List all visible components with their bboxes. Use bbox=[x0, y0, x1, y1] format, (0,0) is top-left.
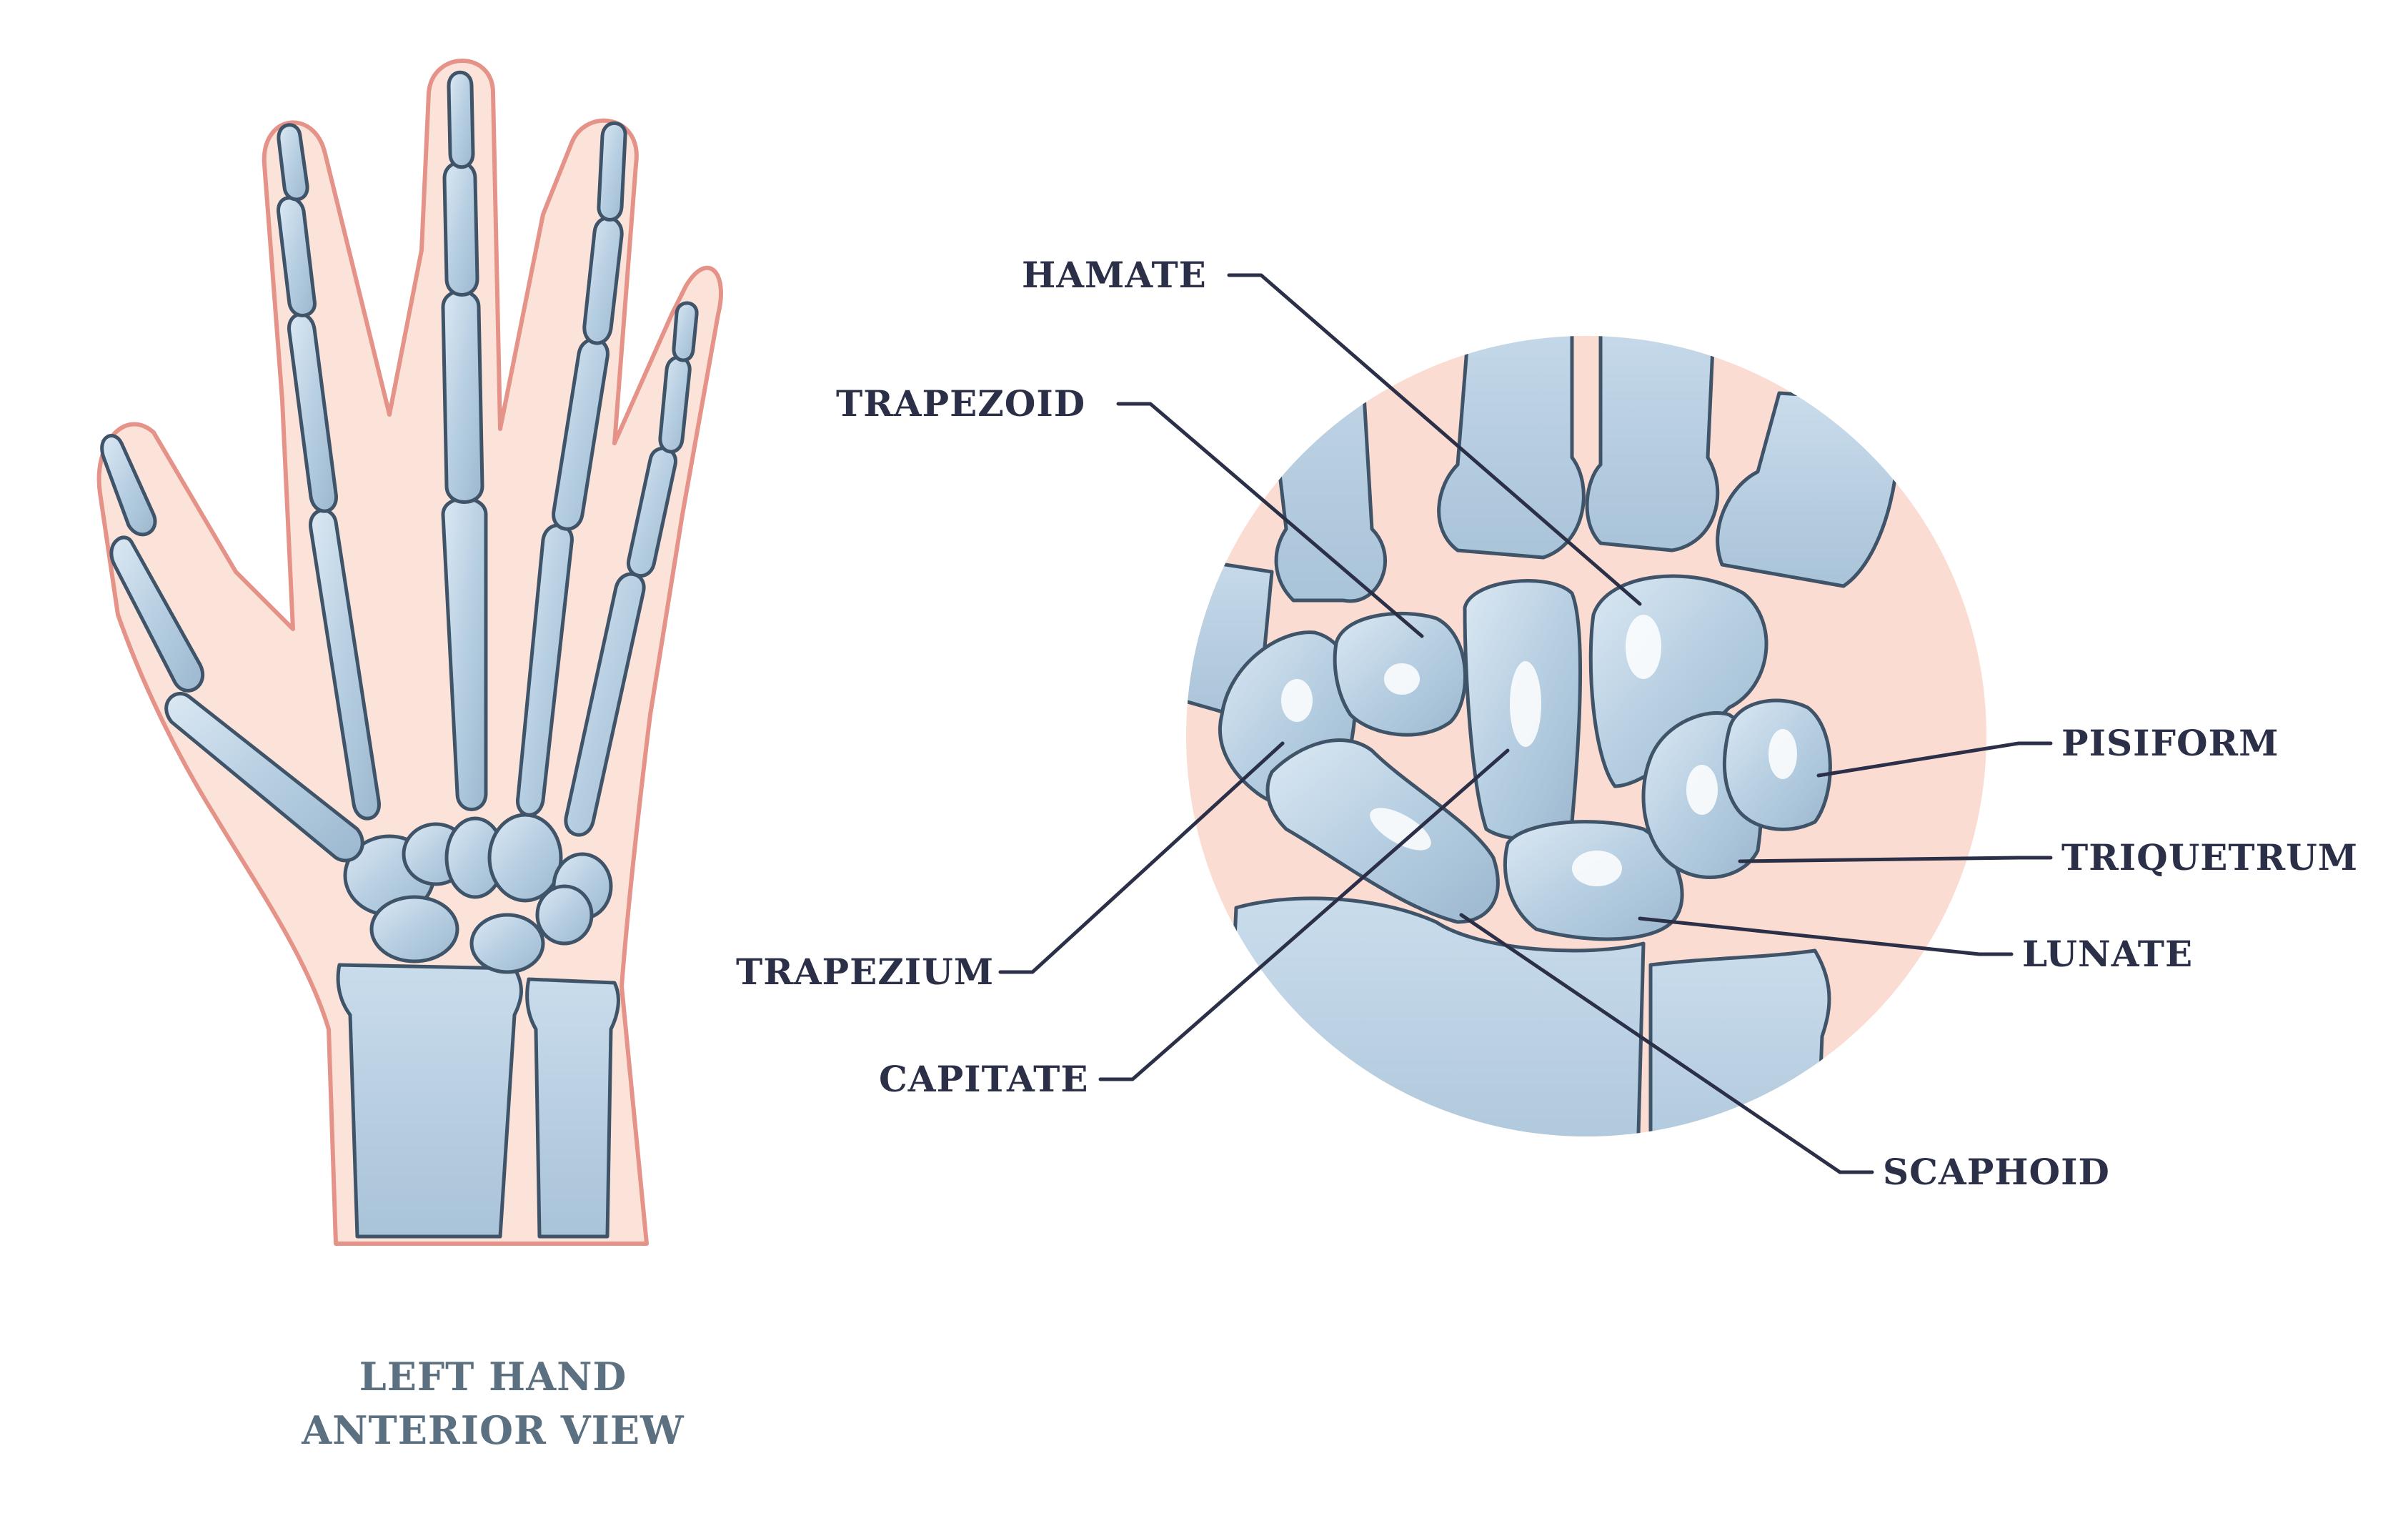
hand-finger-index bbox=[277, 123, 381, 821]
label-pisiform: PISIFORM bbox=[2061, 722, 2279, 764]
wrist-detail: HAMATE TRAPEZOID TRAPEZIUM CAPITATE PISI… bbox=[736, 254, 2358, 1193]
label-scaphoid: SCAPHOID bbox=[1883, 1151, 2110, 1193]
hand-carpal bbox=[469, 913, 545, 974]
hand-finger-little bbox=[564, 301, 699, 837]
hand-finger-middle bbox=[441, 70, 488, 811]
caption-line-1: LEFT HAND bbox=[359, 1354, 627, 1399]
capitate-leader bbox=[1098, 748, 1510, 1081]
ulna-bone bbox=[525, 977, 620, 1239]
hand-carpal bbox=[487, 813, 563, 903]
hand-thumb bbox=[100, 434, 364, 863]
trapezoid-leader bbox=[1116, 402, 1424, 638]
radius-bone bbox=[336, 963, 523, 1239]
label-hamate: HAMATE bbox=[1022, 254, 1207, 296]
hand-carpal bbox=[535, 884, 594, 946]
label-triquetrum: TRIQUETRUM bbox=[2061, 836, 2358, 878]
hand-carpal bbox=[369, 895, 459, 963]
detail-metacarpal bbox=[1437, 336, 1586, 560]
hand-skin-outline bbox=[96, 59, 723, 1246]
trapezium-leader bbox=[998, 741, 1285, 974]
detail-ulna bbox=[1648, 948, 1831, 1136]
label-trapezoid: TRAPEZOID bbox=[836, 382, 1085, 425]
hamate-leader bbox=[1227, 273, 1642, 606]
label-trapezium: TRAPEZIUM bbox=[736, 951, 994, 993]
label-capitate: CAPITATE bbox=[879, 1058, 1088, 1100]
caption-line-2: ANTERIOR VIEW bbox=[301, 1407, 685, 1453]
scaphoid-leader bbox=[1459, 913, 1874, 1174]
triquetrum-leader bbox=[1738, 856, 2053, 863]
pisiform-leader bbox=[1816, 741, 2053, 778]
lunate-leader bbox=[1638, 916, 2014, 956]
hand-illustration bbox=[96, 59, 723, 1246]
hand-finger-ring bbox=[516, 121, 627, 817]
hand-carpal-group bbox=[343, 813, 613, 974]
detail-metacarpal bbox=[1255, 336, 1387, 603]
detail-metacarpal bbox=[1585, 336, 1720, 553]
label-lunate: LUNATE bbox=[2022, 933, 2193, 975]
